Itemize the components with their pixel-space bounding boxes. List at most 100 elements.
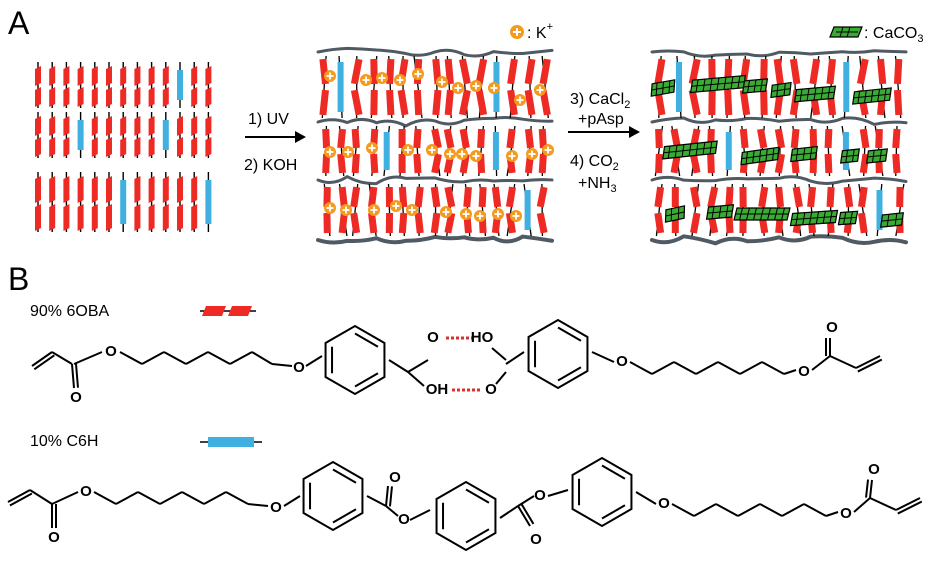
polymer-backbone	[316, 46, 554, 58]
oxygen-atom: O	[798, 363, 810, 380]
ring-double-bond	[465, 488, 490, 504]
calcite-legend-label: : CaCO3	[864, 25, 923, 45]
crosslinker-unit	[205, 180, 212, 224]
ring-double-bond	[601, 504, 626, 520]
mesogen-unit	[35, 116, 41, 136]
bond	[781, 503, 805, 517]
calcite-crystal	[879, 212, 905, 228]
mesogen-unit	[49, 87, 56, 107]
mesogen-unit	[77, 66, 84, 86]
mesogen-unit	[877, 58, 887, 85]
mesogen-unit	[350, 212, 361, 234]
mesogen-unit	[758, 186, 769, 208]
calcite-crystal	[650, 79, 676, 97]
mesogen-unit	[398, 153, 406, 174]
mesogen-unit	[63, 87, 70, 107]
mesogen-unit	[63, 66, 70, 86]
bond	[855, 355, 881, 369]
mesogen-unit	[539, 89, 551, 116]
mesogen-unit	[134, 116, 141, 136]
mesogen-unit	[370, 58, 378, 85]
oxygen-atom: O	[105, 343, 117, 360]
bond	[759, 503, 783, 517]
calcite-grid	[795, 91, 835, 97]
bond	[491, 347, 507, 361]
mesogen-unit	[670, 128, 681, 149]
mesogen-unit	[120, 87, 127, 107]
calcite-grid	[881, 218, 903, 222]
mesogen-unit	[739, 89, 751, 116]
mesogen-unit	[760, 58, 768, 85]
calcite-grid	[651, 85, 675, 91]
mesogen-unit	[413, 128, 422, 149]
oxygen-atom: O	[48, 529, 60, 546]
mesogen-unit	[414, 186, 424, 208]
bond	[119, 351, 143, 365]
mesogen-unit	[191, 66, 198, 86]
calcite-legend: : CaCO3	[829, 25, 923, 45]
calcite-crystal	[839, 148, 861, 164]
bond	[407, 359, 429, 373]
mesogen-unit	[77, 87, 84, 107]
mesogen-unit	[106, 176, 112, 203]
mesogen-unit	[191, 87, 198, 107]
mesogen-unit	[739, 186, 747, 208]
mesogen-unit	[385, 186, 394, 208]
mesogen-unit	[49, 204, 56, 231]
mesogen-unit	[120, 137, 127, 157]
bond	[695, 361, 719, 375]
mesogen-unit	[475, 89, 488, 116]
mesogen-unit	[323, 212, 331, 234]
crosslinker-unit	[524, 190, 531, 230]
mesogen-unit	[120, 116, 127, 136]
mesogen-unit	[892, 153, 901, 174]
mesogen-unit	[368, 186, 378, 208]
step-4-label: 4) CO2	[570, 153, 619, 173]
mesogen-unit	[757, 128, 768, 149]
mesogen-unit	[35, 87, 41, 107]
mesogen-unit	[106, 137, 112, 157]
calcite-crystal	[790, 145, 818, 163]
calcite-crystal	[689, 74, 747, 94]
calcite-crystal	[664, 205, 686, 223]
hydroxyl-group: HO	[471, 329, 494, 346]
mesogen-unit	[49, 137, 56, 157]
bond	[225, 491, 249, 505]
ring-double-bond	[332, 468, 357, 484]
calcite-grid	[663, 146, 717, 154]
mesogen-unit	[337, 153, 347, 174]
mesogen-unit	[35, 204, 41, 231]
mesogen-unit	[106, 116, 112, 136]
mesogen-unit	[789, 58, 801, 85]
mesogen-unit	[413, 153, 422, 174]
bond	[51, 351, 73, 365]
bond	[251, 351, 273, 365]
crosslinker-unit	[77, 120, 84, 150]
mesogen-unit	[35, 66, 41, 86]
mesogen-unit	[177, 137, 183, 157]
mesogen-unit	[654, 58, 666, 85]
calcite-composite-box	[650, 49, 908, 246]
mesogen-unit	[148, 116, 155, 136]
mesogen-unit	[322, 153, 331, 174]
mesogen-unit	[432, 89, 442, 116]
mesogen-unit	[338, 212, 348, 234]
oxygen-atom: O	[398, 511, 410, 528]
crosslinker-unit	[492, 132, 499, 170]
mesogen-unit	[689, 153, 701, 174]
mesogen-unit	[397, 89, 409, 116]
bond	[825, 511, 839, 517]
mesogen-unit	[507, 58, 518, 85]
mesogen-unit	[338, 186, 348, 208]
ring-double-bond	[557, 366, 582, 382]
bond	[897, 500, 923, 515]
mesogen-unit	[205, 116, 212, 136]
calcite-grid	[707, 210, 733, 214]
bond	[385, 505, 399, 517]
mesogen-unit	[893, 58, 903, 85]
mesogen-unit	[337, 128, 347, 149]
oxygen-atom: O	[427, 329, 439, 346]
mesogen-unit	[670, 153, 681, 174]
bond	[93, 491, 117, 505]
oxygen-atom: O	[868, 461, 880, 478]
